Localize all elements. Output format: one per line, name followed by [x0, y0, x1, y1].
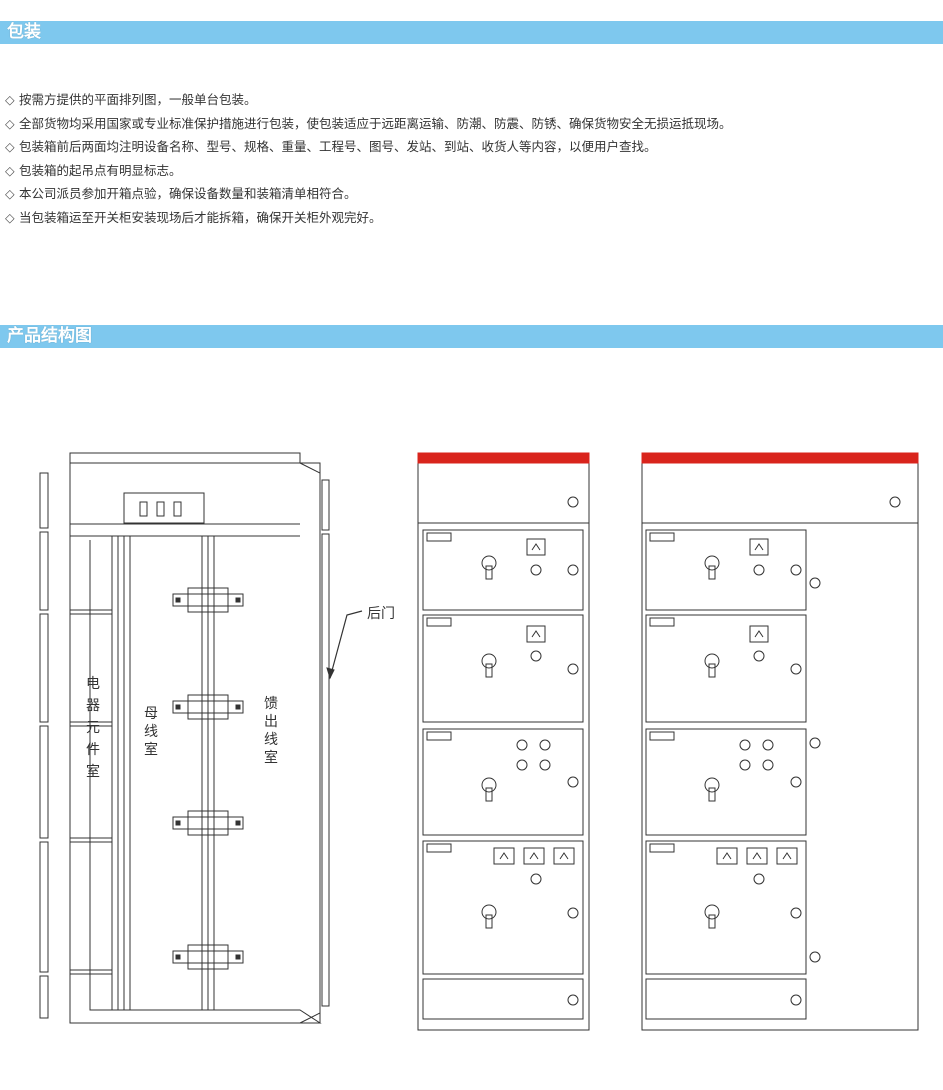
diamond-bullet-icon: ◇ [5, 209, 15, 225]
cabinet-top-strip [641, 452, 919, 464]
busbar-insulator [172, 587, 244, 613]
label-busbar-room-char: 室 [144, 741, 158, 758]
diamond-bullet-icon: ◇ [5, 139, 15, 155]
label-electrical-room-char: 元 [86, 720, 100, 736]
list-item: ◇包装箱的起吊点有明显标志。 [5, 159, 732, 183]
list-item: ◇按需方提供的平面排列图，一般单台包装。 [5, 88, 732, 112]
list-item: ◇包装箱前后两面均注明设备名称、型号、规格、重量、工程号、图号、发站、到站、收货… [5, 135, 732, 159]
busbar-insulator [172, 944, 244, 970]
packaging-list: ◇按需方提供的平面排列图，一般单台包装。 ◇全部货物均采用国家或专业标准保护措施… [5, 88, 732, 230]
diamond-bullet-icon: ◇ [5, 162, 15, 178]
section-banner-packaging: 包装 [0, 21, 943, 44]
label-electrical-room-char: 器 [86, 698, 100, 714]
busbar-insulator [172, 694, 244, 720]
label-electrical-room-char: 件 [86, 742, 100, 758]
label-feeder-room-char: 室 [264, 749, 278, 766]
diamond-bullet-icon: ◇ [5, 186, 15, 202]
label-busbar-room-char: 线 [144, 724, 158, 740]
list-item: ◇当包装箱运至开关柜安装现场后才能拆箱，确保开关柜外观完好。 [5, 206, 732, 230]
section-title-packaging: 包装 [7, 22, 41, 42]
label-feeder-room-char: 线 [264, 732, 278, 748]
list-item: ◇本公司派员参加开箱点验，确保设备数量和装箱清单相符合。 [5, 182, 732, 206]
section-title-structure: 产品结构图 [7, 326, 92, 346]
cabinet-front-view-a [417, 452, 590, 1031]
label-electrical-room-char: 电 [86, 676, 100, 692]
busbar-insulator [172, 810, 244, 836]
diamond-bullet-icon: ◇ [5, 92, 15, 107]
diamond-bullet-icon: ◇ [5, 115, 15, 131]
label-electrical-room-char: 室 [86, 763, 100, 780]
cabinet-top-strip [417, 452, 590, 464]
label-feeder-room-char: 馈 [264, 696, 278, 712]
label-feeder-room-char: 出 [264, 714, 278, 730]
label-busbar-room-char: 母 [144, 706, 158, 722]
label-rear-door: 后门 [367, 606, 395, 622]
section-banner-structure: 产品结构图 [0, 325, 943, 348]
cabinet-internal-view [39, 452, 363, 1024]
cabinet-front-view-b [641, 452, 919, 1031]
list-item: ◇全部货物均采用国家或专业标准保护措施进行包装，使包装适应于远距离运输、防潮、防… [5, 112, 732, 136]
cabinet-structure-diagram: 电 器 元 件 室 母 线 室 馈 出 线 室 后门 [39, 452, 919, 1031]
